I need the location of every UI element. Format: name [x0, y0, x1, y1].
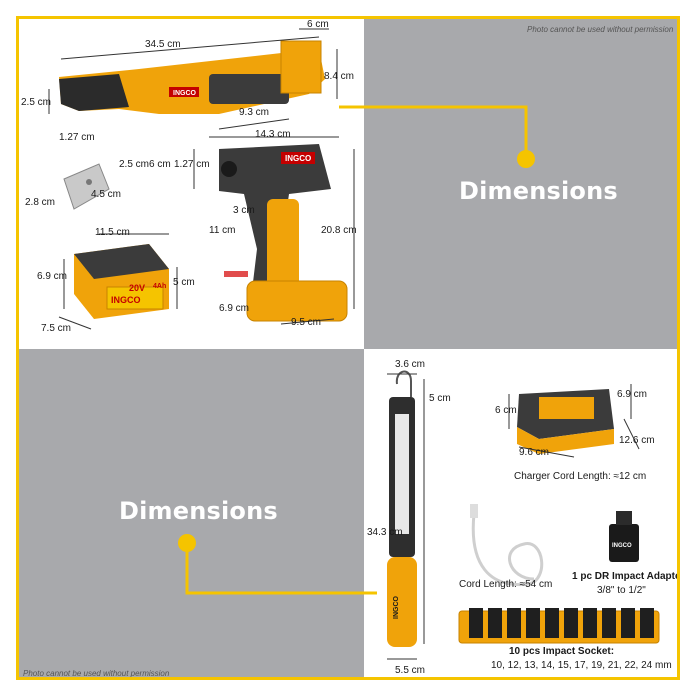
battery-voltage-label: 20V — [129, 283, 146, 293]
dim-clip-depth: 4.5 cm — [91, 189, 122, 200]
dim-ratchet-head-w: 6 cm — [307, 19, 329, 30]
dim-lamp-base: 5.5 cm — [395, 665, 426, 676]
callout-top — [339, 105, 535, 168]
dim-impact-grip: 3 cm — [233, 205, 255, 216]
dim-impact-length: 14.3 cm — [255, 129, 291, 140]
sockets-title: 10 pcs Impact Socket: — [509, 646, 615, 657]
belt-clip-image — [63, 163, 110, 210]
dim-charger-depth: 12.6 cm — [619, 435, 655, 446]
dim-lamp-width: 3.6 cm — [395, 359, 426, 370]
svg-text:INGCO: INGCO — [393, 596, 400, 620]
dim-impact-drive: 1.27 cm — [174, 159, 210, 170]
dim-battery-depth: 7.5 cm — [41, 323, 72, 334]
illustration-layer: INGCO INGCO INGCO — [48, 28, 660, 660]
dim-battery-height: 6.9 cm — [37, 271, 68, 282]
sockets-sizes: 10, 12, 13, 14, 15, 17, 19, 21, 22, 24 m… — [491, 660, 672, 671]
svg-text:INGCO: INGCO — [173, 90, 197, 97]
dim-ratchet-drive: 1.27 cm — [59, 132, 95, 143]
section-title-bottom: Dimensions — [119, 497, 278, 525]
adapter-title: 1 pc DR Impact Adapter: — [572, 571, 680, 582]
dim-clip-height: 2.5 cm — [119, 159, 150, 170]
dim-impact-base-d: 9.5 cm — [291, 317, 322, 328]
dim-charger-width: 9.6 cm — [519, 447, 550, 458]
permission-notice-top: Photo cannot be used without permission — [527, 25, 674, 34]
dim-ratchet-body-h: 8.4 cm — [324, 71, 355, 82]
gray-panel-bottom-left — [19, 349, 364, 677]
ratchet-wrench-image: INGCO — [59, 40, 325, 114]
dim-impact-head-h: 6 cm — [149, 159, 171, 170]
battery-badge-label: 4Ah — [153, 283, 167, 290]
svg-text:INGCO: INGCO — [111, 295, 141, 305]
dim-charger-height-l: 6 cm — [495, 405, 517, 416]
product-frame: INGCO INGCO INGCO — [16, 16, 680, 680]
usb-cable-image — [470, 504, 544, 587]
dim-ratchet-grip: 9.3 cm — [239, 107, 270, 118]
dimension-lines — [48, 28, 640, 660]
gray-panel-top-right — [364, 19, 677, 349]
work-lamp-image: INGCO — [387, 370, 417, 647]
dim-battery-side-h: 5 cm — [173, 277, 195, 288]
dim-impact-total-h: 20.8 cm — [321, 225, 357, 236]
dim-impact-base-w: 6.9 cm — [219, 303, 250, 314]
dim-impact-handle: 11 cm — [209, 225, 236, 236]
dim-ratchet-length: 34.5 cm — [145, 39, 181, 50]
dim-lamp-hook: 5 cm — [429, 393, 451, 404]
svg-text:INGCO: INGCO — [285, 154, 311, 163]
charger-image — [517, 389, 614, 454]
battery-image: INGCO — [74, 244, 169, 319]
dim-ratchet-head-h: 2.5 cm — [21, 97, 52, 108]
dim-clip-width: 2.8 cm — [25, 197, 56, 208]
section-title-top: Dimensions — [459, 177, 618, 205]
usb-cord-caption: Cord Length: ≈54 cm — [459, 579, 553, 590]
permission-notice-bottom: Photo cannot be used without permission — [23, 669, 170, 678]
callout-bottom — [178, 534, 377, 595]
svg-text:INGCO: INGCO — [612, 543, 632, 549]
socket-set-image — [458, 608, 660, 644]
dim-charger-height-r: 6.9 cm — [617, 389, 648, 400]
dim-lamp-length: 34.3 cm — [367, 527, 403, 538]
charger-cord-caption: Charger Cord Length: ≈12 cm — [514, 471, 647, 482]
dim-battery-length: 11.5 cm — [95, 227, 130, 238]
impact-wrench-image: INGCO — [219, 144, 348, 322]
adapter-image: INGCO — [609, 511, 639, 562]
adapter-sizes: 3/8" to 1/2" — [597, 585, 646, 596]
